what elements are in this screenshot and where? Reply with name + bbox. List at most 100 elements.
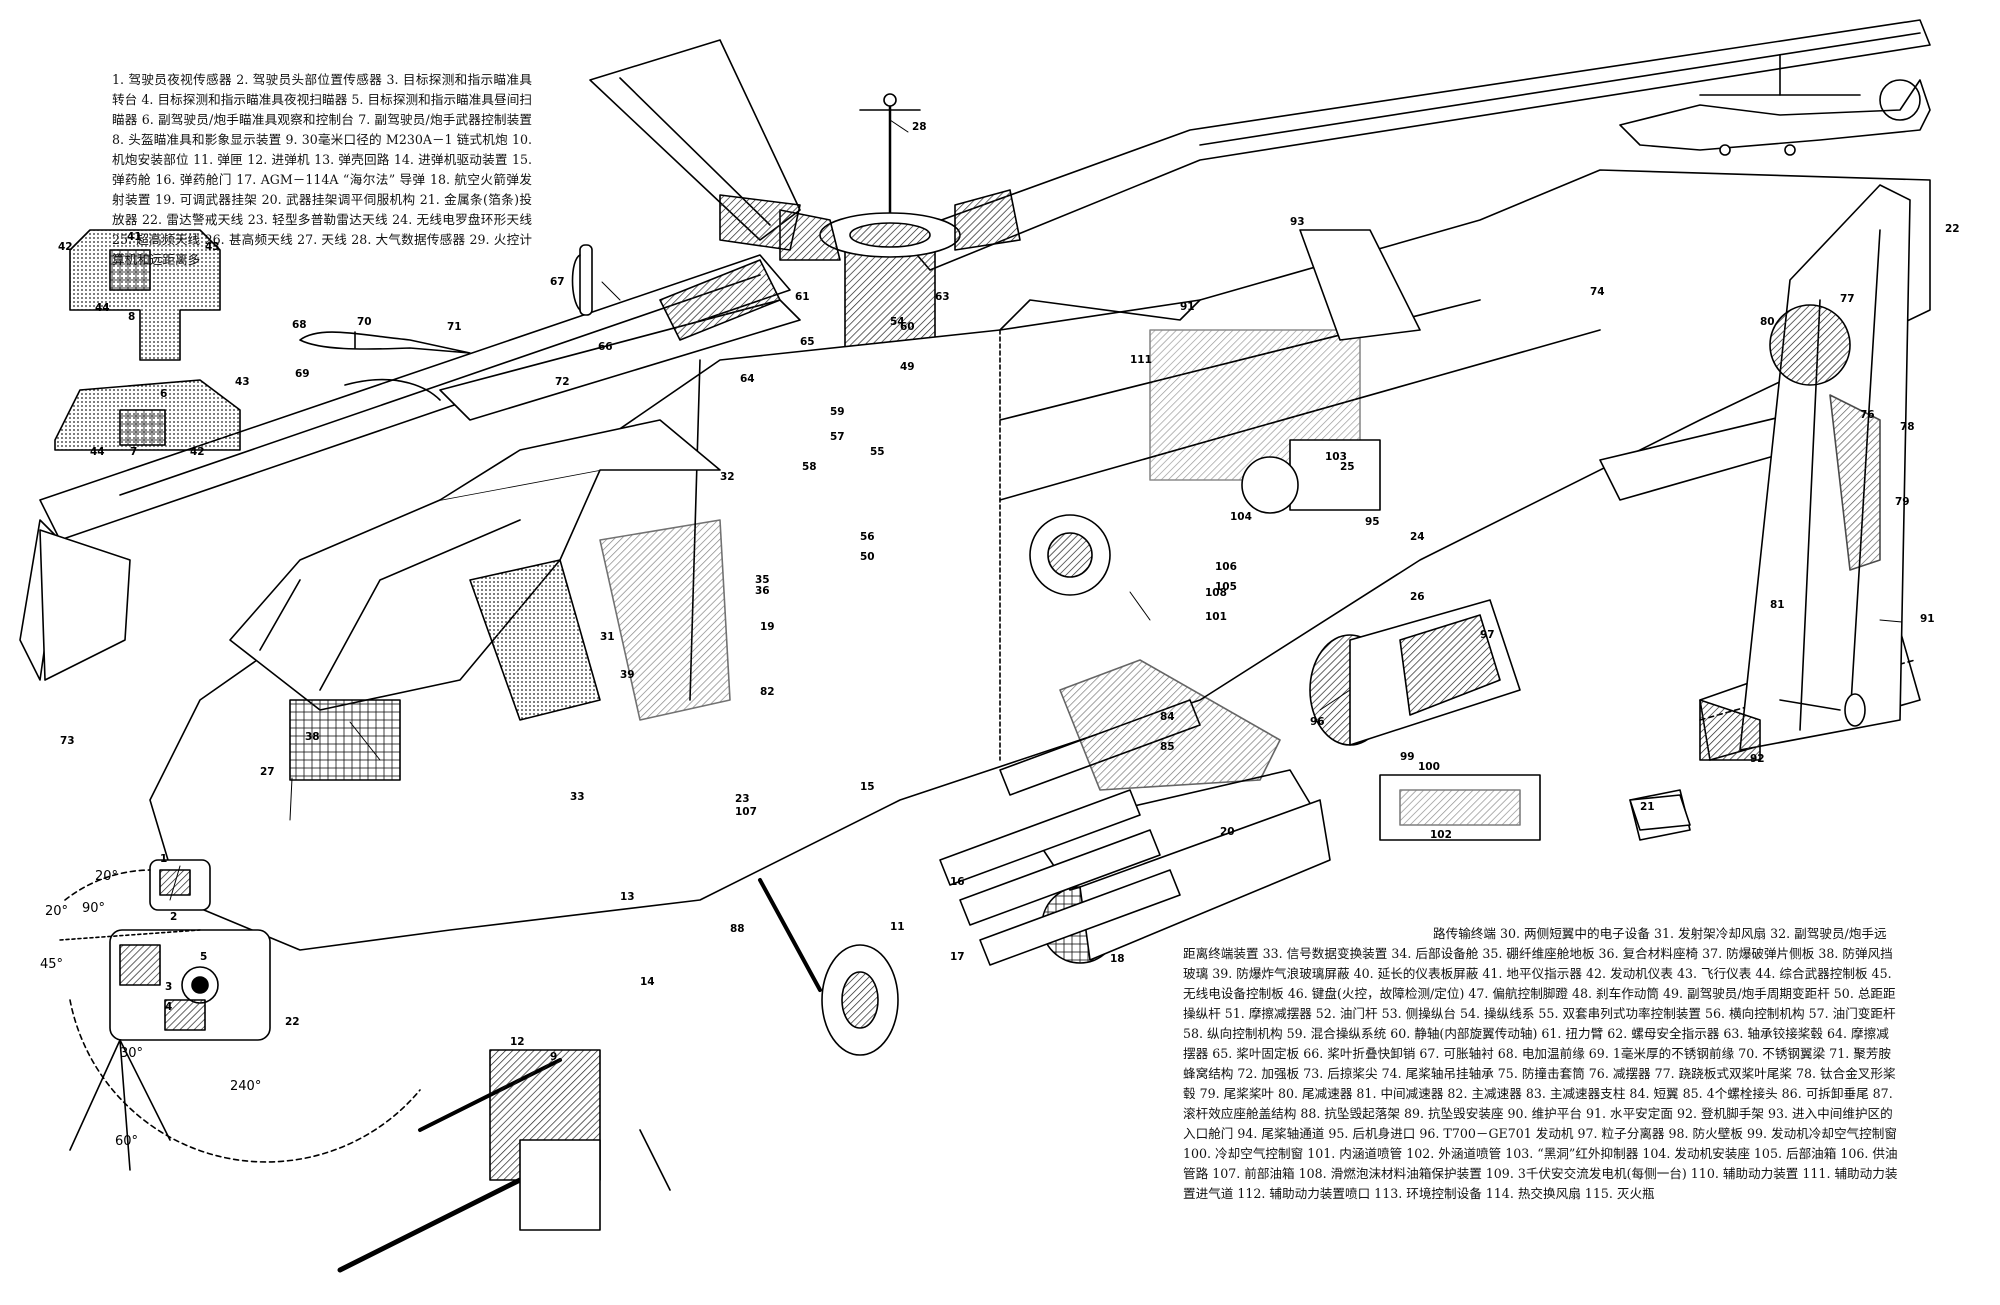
callout-32: 32 (720, 471, 735, 483)
callout-24: 24 (1410, 531, 1425, 543)
callout-55: 55 (870, 446, 885, 458)
callout-91-a: 91 (1180, 301, 1195, 313)
main-rotor-blade-front (439, 299, 801, 421)
callout-36: 36 (755, 585, 770, 597)
callout-31: 31 (600, 631, 615, 643)
callout-63: 63 (935, 291, 950, 303)
callout-108: 108 (1205, 587, 1227, 599)
callout-68: 68 (292, 319, 307, 331)
callout-99: 99 (1400, 751, 1415, 763)
callout-56: 56 (860, 531, 875, 543)
callout-71: 71 (447, 321, 462, 333)
callout-12: 12 (510, 1036, 525, 1048)
callout-74: 74 (1590, 286, 1605, 298)
callout-15: 15 (860, 781, 875, 793)
angle-30: 30° (120, 1046, 143, 1061)
callout-60: 60 (900, 321, 915, 333)
callout-96: 96 (1310, 716, 1325, 728)
callout-111: 111 (1130, 354, 1152, 366)
callout-9: 9 (550, 1051, 557, 1063)
stub-wing (1059, 659, 1281, 791)
callout-95: 95 (1365, 516, 1380, 528)
callout-7: 7 (130, 446, 137, 458)
callout-101: 101 (1205, 611, 1227, 623)
callout-67: 67 (550, 276, 565, 288)
turret-angle-labels: 20° 90° 45° 30° 240° 60° 20° (40, 869, 261, 1149)
turret-angle-arcs (59, 869, 421, 1171)
callout-28: 28 (912, 121, 927, 133)
callout-107: 107 (735, 806, 757, 818)
callout-labels: 1 2 3 4 5 6 7 8 9 11 12 13 14 15 16 17 1… (58, 121, 1960, 1063)
canopy (229, 419, 731, 781)
vertical-tail (1699, 184, 1911, 761)
callout-26: 26 (1410, 591, 1425, 603)
callout-79: 79 (1895, 496, 1910, 508)
callout-84: 84 (1160, 711, 1175, 723)
callout-100: 100 (1418, 761, 1440, 773)
callout-23: 23 (735, 793, 750, 805)
callout-42-a: 42 (58, 241, 73, 253)
callout-18: 18 (1110, 953, 1125, 965)
inset-cockpit-panel-lower (54, 379, 241, 451)
callout-49: 49 (900, 361, 915, 373)
callout-leaders (169, 119, 1903, 901)
callout-11: 11 (890, 921, 905, 933)
callout-93: 93 (1290, 216, 1305, 228)
callout-73: 73 (60, 735, 75, 747)
callout-61: 61 (795, 291, 810, 303)
callout-43-b: 43 (235, 376, 250, 388)
callout-91-b: 91 (1920, 613, 1935, 625)
callout-50: 50 (860, 551, 875, 563)
callout-25: 25 (1340, 461, 1355, 473)
callout-76: 76 (1860, 409, 1875, 421)
callout-44-b: 44 (90, 446, 105, 458)
callout-38: 38 (305, 731, 320, 743)
angle-20-left: 20° (45, 904, 68, 919)
callout-70: 70 (357, 316, 372, 328)
angle-45: 45° (40, 957, 63, 972)
callout-4: 4 (165, 1001, 172, 1013)
callout-105: 105 (1215, 581, 1237, 593)
engine-compartment (1149, 229, 1421, 514)
callout-42-b: 42 (190, 446, 205, 458)
nose-sensor-turret (109, 859, 271, 1041)
callout-5: 5 (200, 951, 207, 963)
callout-19: 19 (760, 621, 775, 633)
callout-17: 17 (950, 951, 965, 963)
inset-blade-section (299, 331, 471, 401)
callout-104: 104 (1230, 511, 1252, 523)
callout-27: 27 (260, 766, 275, 778)
engine-t700 (1029, 514, 1521, 746)
callout-82: 82 (760, 686, 775, 698)
callout-85: 85 (1160, 741, 1175, 753)
callout-81: 81 (1770, 599, 1785, 611)
callout-102: 102 (1430, 829, 1452, 841)
angle-90: 90° (82, 901, 105, 916)
legend-bottom: 路传输终端 30. 两侧短翼中的电子设备 31. 发射架冷却风扇 32. 副驾驶… (1183, 926, 1898, 1201)
callout-33: 33 (570, 791, 585, 803)
callout-72: 72 (555, 376, 570, 388)
callout-1: 1 (160, 853, 167, 865)
callout-78: 78 (1900, 421, 1915, 433)
inset-fold-pin (571, 244, 593, 316)
tail-wheel (1779, 693, 1866, 727)
callout-20: 20 (1220, 826, 1235, 838)
callout-77: 77 (1840, 293, 1855, 305)
inset-side-view (1619, 54, 1931, 156)
inset-cockpit-panel-upper (69, 229, 221, 361)
legend-top: 1. 驾驶员夜视传感器 2. 驾驶员头部位置传感器 3. 目标探测和指示瞄准具转… (112, 72, 532, 267)
callout-54: 54 (890, 316, 905, 328)
angle-240: 240° (230, 1079, 261, 1094)
callout-13: 13 (620, 891, 635, 903)
callout-57: 57 (830, 431, 845, 443)
callout-69: 69 (295, 368, 310, 380)
callout-6: 6 (160, 388, 167, 400)
callout-88: 88 (730, 923, 745, 935)
inset-chaff-dispenser (1629, 794, 1691, 831)
callout-58: 58 (802, 461, 817, 473)
callout-22-tail: 22 (1945, 223, 1960, 235)
chain-gun (337, 1049, 671, 1273)
callout-66: 66 (598, 341, 613, 353)
angle-20-up: 20° (95, 869, 118, 884)
